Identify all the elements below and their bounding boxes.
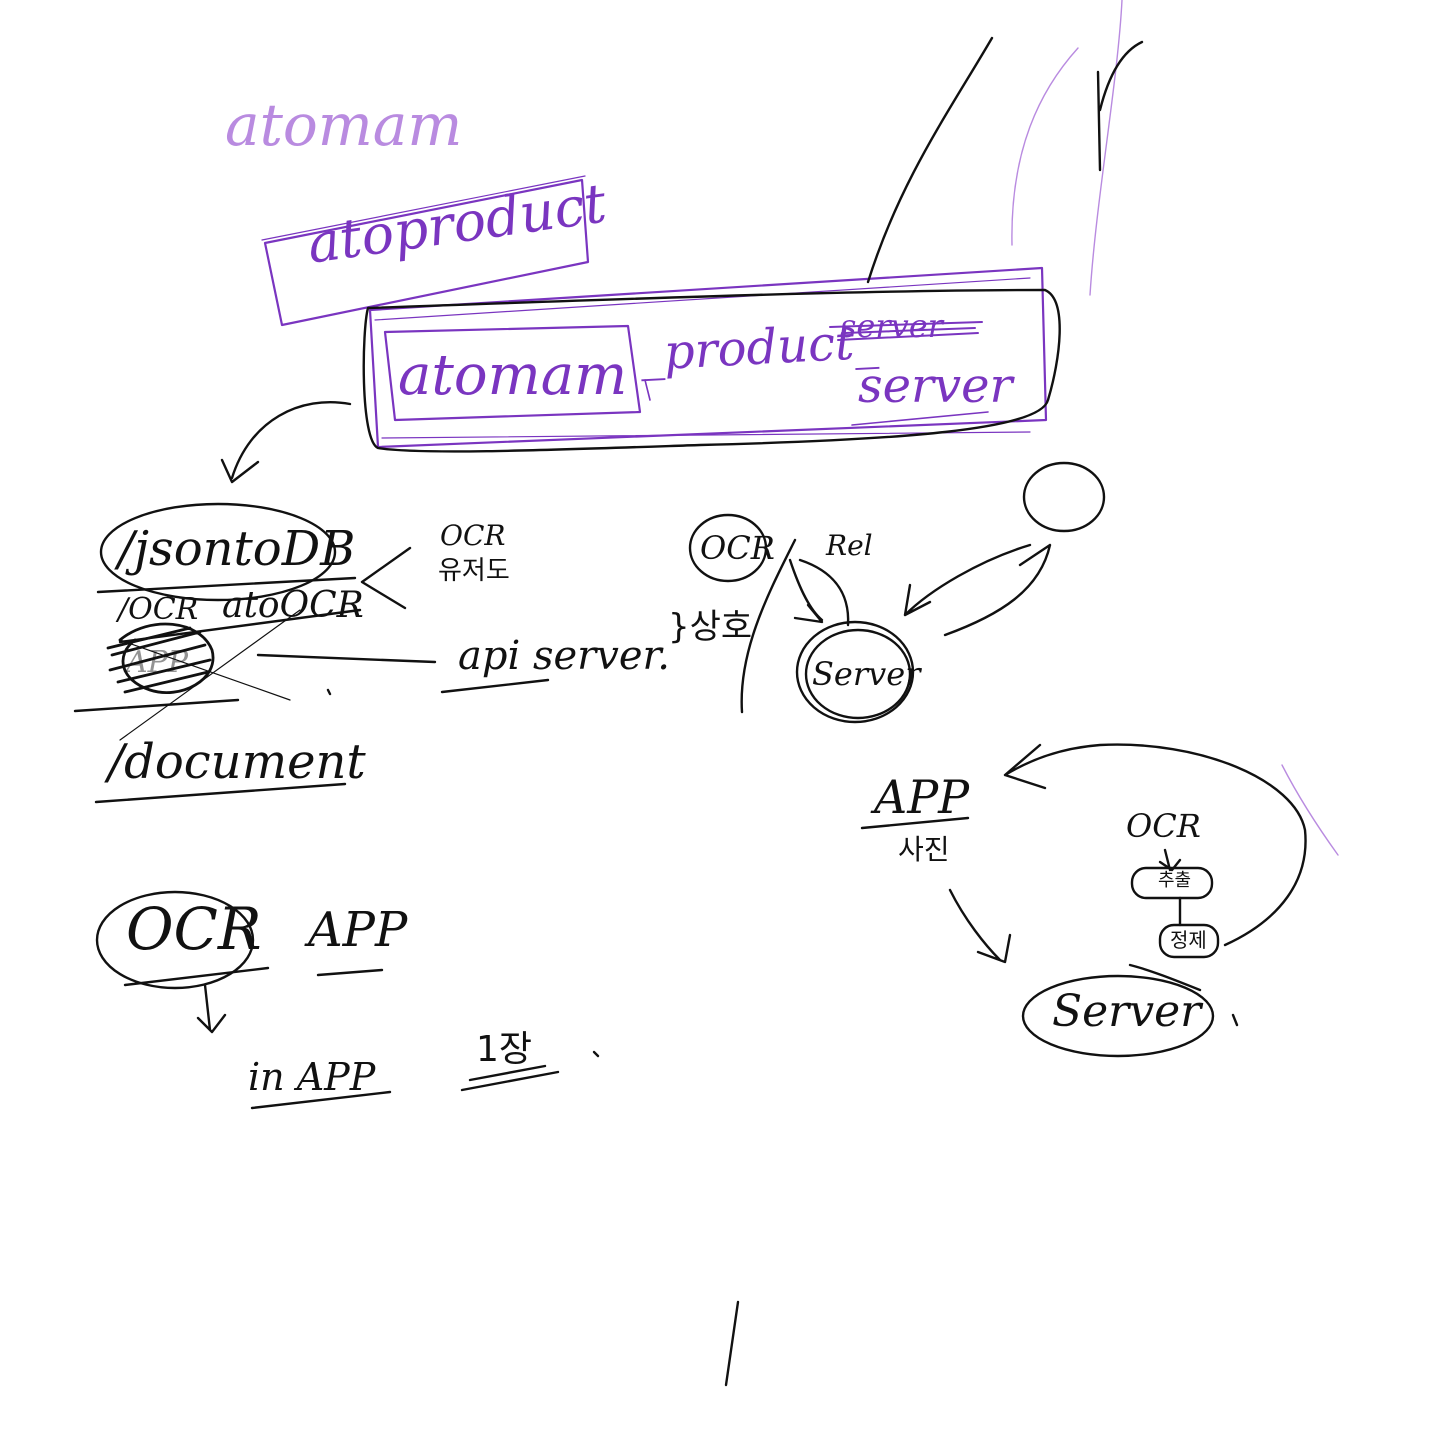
arrow-to-server bbox=[948, 888, 1012, 964]
label-atomam-box: atomam bbox=[398, 343, 628, 408]
server-circle-inner bbox=[804, 628, 912, 720]
label-in-app: in APP bbox=[248, 1055, 376, 1099]
server-circle-outer bbox=[795, 620, 915, 724]
product-box-outline bbox=[362, 288, 1061, 453]
label-ocr-prefix: /OCR bbox=[118, 592, 199, 627]
label-struck-server: server bbox=[840, 307, 943, 345]
label-document: /document bbox=[108, 734, 366, 790]
light-stroke-2 bbox=[1089, 0, 1123, 296]
atoproduct-box bbox=[263, 178, 590, 327]
jsontodb-ellipse bbox=[99, 502, 337, 602]
label-server-circle: Server bbox=[812, 655, 921, 693]
label-server-bottom: Server bbox=[1052, 986, 1202, 1037]
arrow-to-jsontodb bbox=[220, 401, 352, 484]
box-refine bbox=[1158, 923, 1220, 959]
box-extract bbox=[1130, 866, 1214, 900]
label-ocr-small: OCR bbox=[1126, 807, 1201, 845]
scribble bbox=[106, 622, 215, 694]
label-box-refine: 정제 bbox=[1170, 928, 1207, 952]
top-line bbox=[866, 36, 994, 284]
label-atomam: atomam bbox=[225, 91, 463, 159]
label-sangho: }상호 bbox=[668, 607, 753, 647]
label-rel: Rel bbox=[826, 529, 873, 562]
person-head bbox=[1022, 461, 1106, 533]
ocr-circle-top bbox=[688, 513, 768, 583]
server-ellipse-bottom bbox=[1021, 974, 1215, 1058]
connector-curve bbox=[740, 538, 797, 714]
label-ocr-note-1: OCR bbox=[440, 519, 506, 552]
line-api-server bbox=[256, 653, 437, 664]
ocr-circle-bottom bbox=[95, 890, 255, 990]
strikethrough bbox=[829, 321, 983, 341]
person-arrow-left bbox=[903, 543, 1032, 617]
label-app-right: APP bbox=[874, 770, 970, 824]
label-api-server: api server. bbox=[458, 633, 670, 679]
arrow-ocr-note bbox=[360, 546, 412, 610]
label-ocr-circle-bottom: OCR bbox=[126, 895, 262, 963]
light-stroke-1 bbox=[1011, 47, 1079, 246]
bottom-stroke bbox=[724, 1300, 740, 1387]
label-atoocr: atoOCR bbox=[222, 585, 364, 626]
label-ocr-note-2: 유저도 bbox=[438, 556, 510, 586]
label-app-scribbled: APP bbox=[126, 645, 189, 680]
label-sajin: 사진 bbox=[898, 833, 950, 866]
label-one-jang: 1장 bbox=[476, 1029, 533, 1070]
product-server-box bbox=[368, 266, 1048, 449]
label-server-top: server bbox=[858, 358, 1013, 414]
label-box-extract: 추출 bbox=[1158, 870, 1192, 891]
light-stroke-3 bbox=[1281, 764, 1339, 856]
v-mark bbox=[1096, 40, 1144, 172]
person-arrow-right bbox=[943, 543, 1052, 637]
label-jsontodb: /jsontoDB bbox=[118, 521, 356, 577]
label-app-bottom: APP bbox=[308, 902, 408, 958]
label-ocr-circle-top: OCR bbox=[700, 529, 775, 567]
loop-arrow bbox=[1003, 743, 1307, 947]
atomam-inner-box bbox=[383, 324, 642, 422]
